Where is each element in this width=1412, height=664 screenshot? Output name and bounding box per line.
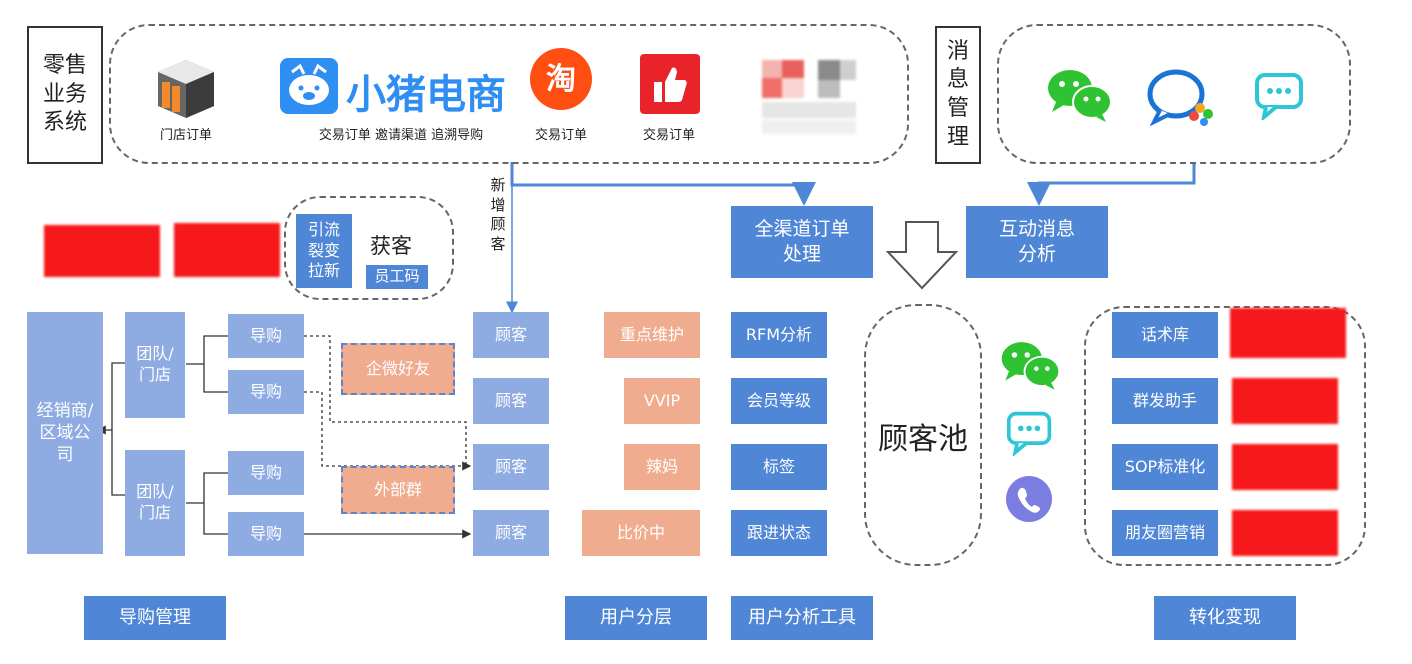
tool-box: 标签: [731, 444, 827, 490]
thumbs-up-icon: [640, 54, 700, 114]
user-layer-footer: 用户分层: [565, 596, 707, 640]
xiaozhu-caption: 交易订单 邀请渠道 追溯导购: [318, 128, 484, 143]
chat-bubble-icon: [1006, 410, 1054, 458]
tool-box: 跟进状态: [731, 510, 827, 556]
guide-box: 导购: [228, 512, 304, 556]
team2-bracket: [186, 472, 228, 535]
guide-box: 导购: [228, 314, 304, 358]
down-block-arrow: [885, 221, 959, 290]
team1-bracket: [186, 335, 228, 393]
redacted-block: [1232, 378, 1338, 424]
wechat-icon: [1044, 66, 1114, 124]
taobao-caption: 交易订单: [534, 128, 587, 143]
redacted-block: [1232, 510, 1338, 556]
channels-panel: [109, 24, 909, 164]
interaction-msg-box: 互动消息 分析: [966, 206, 1108, 278]
customer-pool-label: 顾客池: [878, 422, 968, 457]
guide-box: 导购: [228, 451, 304, 495]
guide-box: 导购: [228, 370, 304, 414]
customer-pool-panel: [864, 304, 982, 566]
conversion-footer: 转化变现: [1154, 596, 1296, 640]
layer-box: 重点维护: [604, 312, 700, 358]
all-channel-order-box: 全渠道订单 处理: [731, 206, 873, 278]
conversion-panel: [1084, 306, 1366, 566]
taobao-icon: 淘: [530, 48, 592, 110]
retail-system-label: 零售 业务 系统: [27, 26, 103, 164]
wecom-icon: [1146, 68, 1216, 127]
store-icon: [152, 58, 220, 120]
traffic-box: 引流 裂变 拉新: [296, 214, 352, 288]
tool-box: 会员等级: [731, 378, 827, 424]
thumb-caption: 交易订单: [642, 128, 695, 143]
customer-box: 顾客: [473, 312, 549, 358]
customer-box: 顾客: [473, 378, 549, 424]
external-group-box: 外部群: [341, 466, 455, 514]
new-customer-label: 新 增 顾 客: [490, 176, 506, 253]
wecom-friend-box: 企微好友: [341, 343, 455, 395]
xiaozhu-brand-text: 小猪电商: [346, 72, 506, 118]
mosaic-logo: [756, 52, 868, 140]
customer-box: 顾客: [473, 444, 549, 490]
flow-to-order-arrow: [510, 162, 816, 206]
dealer-bracket: [104, 362, 125, 496]
chat-bubble-icon: [1254, 72, 1306, 123]
conversion-box: 群发助手: [1112, 378, 1218, 424]
redacted-block: [174, 223, 280, 277]
user-tools-footer: 用户分析工具: [731, 596, 873, 640]
redacted-block: [1230, 308, 1346, 358]
flow-to-msg-arrow: [1027, 162, 1196, 206]
team1-box: 团队/ 门店: [125, 312, 185, 418]
message-panel: [997, 24, 1351, 164]
get-customer-label: 获客: [370, 234, 412, 258]
acquisition-panel: [284, 196, 454, 300]
store-order-caption: 门店订单: [159, 128, 212, 143]
dealer-box: 经销商/ 区域公 司: [27, 312, 103, 554]
staff-code-box: 员工码: [366, 265, 428, 289]
conversion-box: 朋友圈营销: [1112, 510, 1218, 556]
redacted-block: [44, 225, 160, 277]
guide-mgmt-footer: 导购管理: [84, 596, 226, 640]
phone-icon: [1006, 476, 1052, 522]
pig-logo-icon: [280, 58, 338, 114]
guide2-link: [304, 391, 472, 471]
team2-box: 团队/ 门店: [125, 450, 185, 556]
conversion-box: 话术库: [1112, 312, 1218, 358]
redacted-block: [1232, 444, 1338, 490]
conversion-box: SOP标准化: [1112, 444, 1218, 490]
layer-box: 比价中: [582, 510, 700, 556]
layer-box: VVIP: [624, 378, 700, 424]
wechat-icon: [998, 338, 1062, 392]
message-mgmt-label: 消 息 管 理: [935, 26, 981, 164]
customer-box: 顾客: [473, 510, 549, 556]
layer-box: 辣妈: [624, 444, 700, 490]
tool-box: RFM分析: [731, 312, 827, 358]
